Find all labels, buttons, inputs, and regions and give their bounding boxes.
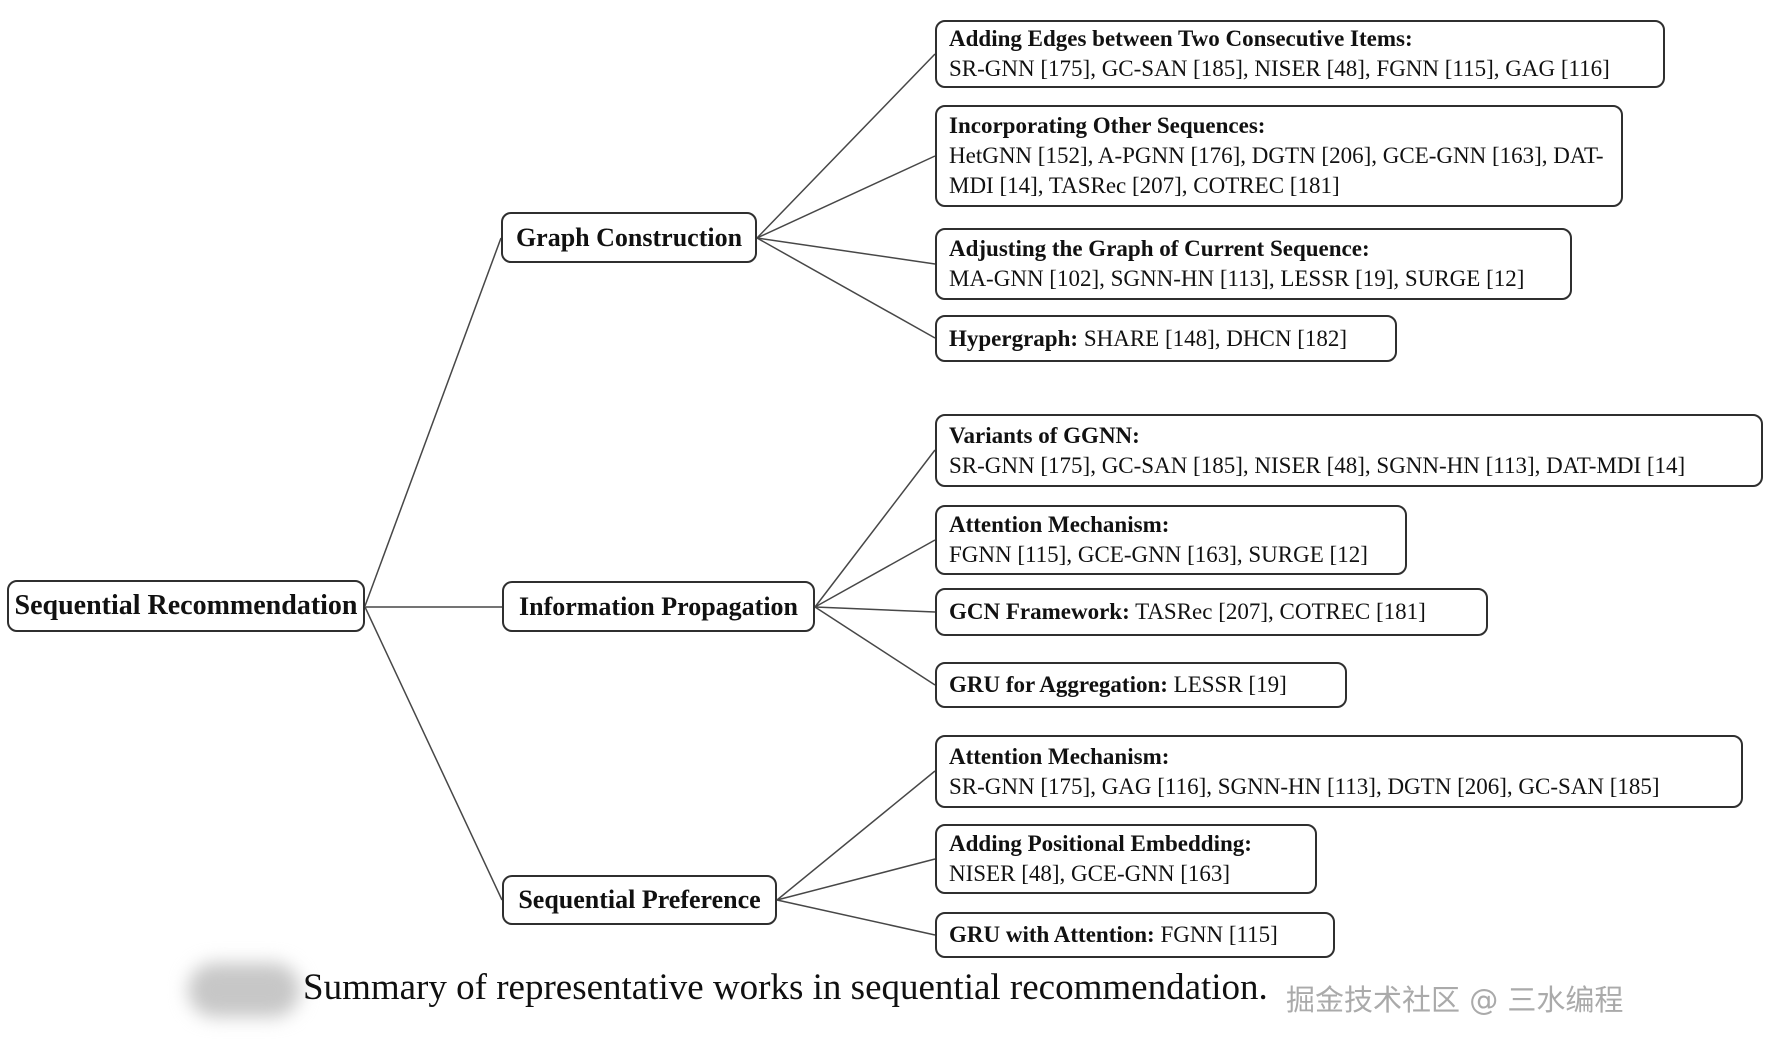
edge-root-graph-construction: [364, 237, 502, 607]
edge-ip-leaf1: [814, 449, 936, 608]
leaf-gcn-framework: GCN Framework: TASRec [207], COTREC [181…: [935, 588, 1488, 636]
leaf-gru-with-attention: GRU with Attention: FGNN [115]: [935, 912, 1335, 958]
watermark-text: 掘金技术社区 @ 三水编程: [1286, 983, 1624, 1017]
leaf-adding-positional-embedding: Adding Positional Embedding: NISER [48],…: [935, 824, 1317, 894]
node-graph-construction: Graph Construction: [501, 212, 757, 263]
leaf-title: Adding Positional Embedding:: [949, 831, 1252, 857]
edge-sp-leaf3: [776, 899, 936, 936]
node-information-propagation: Information Propagation: [502, 581, 815, 632]
leaf-attention-mechanism-sp: Attention Mechanism: SR-GNN [175], GAG […: [935, 735, 1743, 808]
leaf-gru-for-aggregation: GRU for Aggregation: LESSR [19]: [935, 662, 1347, 708]
edge-gc-leaf1: [756, 53, 936, 239]
edge-gc-leaf4: [756, 237, 936, 339]
leaf-title: GCN Framework:: [949, 599, 1130, 625]
leaf-items: SR-GNN [175], GC-SAN [185], NISER [48], …: [949, 56, 1610, 81]
leaf-hypergraph: Hypergraph: SHARE [148], DHCN [182]: [935, 315, 1397, 362]
leaf-items: SHARE [148], DHCN [182]: [1083, 325, 1348, 351]
edge-sp-leaf1: [776, 770, 936, 901]
leaf-title: Attention Mechanism:: [949, 512, 1170, 538]
leaf-items: HetGNN [152], A-PGNN [176], DGTN [206], …: [949, 143, 1604, 198]
leaf-items: TASRec [207], COTREC [181]: [1135, 599, 1426, 625]
node-label: Sequential Preference: [518, 885, 761, 914]
node-label: Sequential Recommendation: [14, 590, 358, 621]
blurred-figure-label: [188, 963, 300, 1017]
edge-ip-leaf3: [814, 606, 936, 613]
leaf-title: GRU with Attention:: [949, 922, 1155, 948]
edge-gc-leaf2: [756, 155, 936, 239]
leaf-title: Attention Mechanism:: [949, 743, 1170, 769]
leaf-adjusting-graph-current-sequence: Adjusting the Graph of Current Sequence:…: [935, 228, 1572, 300]
leaf-items: NISER [48], GCE-GNN [163]: [949, 861, 1231, 886]
leaf-title: Variants of GGNN:: [949, 422, 1140, 448]
leaf-variants-of-ggnn: Variants of GGNN: SR-GNN [175], GC-SAN […: [935, 414, 1763, 487]
leaf-items: SR-GNN [175], GAG [116], SGNN-HN [113], …: [949, 773, 1660, 799]
leaf-items: MA-GNN [102], SGNN-HN [113], LESSR [19],…: [949, 266, 1525, 291]
edge-sp-leaf2: [776, 858, 936, 901]
leaf-items: FGNN [115], GCE-GNN [163], SURGE [12]: [949, 542, 1368, 567]
leaf-attention-mechanism-ip: Attention Mechanism: FGNN [115], GCE-GNN…: [935, 505, 1407, 575]
leaf-items: FGNN [115]: [1160, 922, 1278, 948]
node-label: Information Propagation: [518, 591, 799, 621]
leaf-adding-edges-consecutive-items: Adding Edges between Two Consecutive Ite…: [935, 20, 1665, 88]
edge-root-sequential-preference: [364, 606, 503, 901]
edge-gc-leaf3: [756, 237, 936, 265]
node-label: Graph Construction: [515, 222, 743, 252]
leaf-title: Adding Edges between Two Consecutive Ite…: [949, 26, 1413, 52]
leaf-incorporating-other-sequences: Incorporating Other Sequences: HetGNN [1…: [935, 105, 1623, 207]
leaf-title: Hypergraph:: [949, 325, 1079, 351]
node-sequential-preference: Sequential Preference: [502, 875, 777, 925]
leaf-items: SR-GNN [175], GC-SAN [185], NISER [48], …: [949, 452, 1686, 478]
leaf-title: GRU for Aggregation:: [949, 672, 1168, 698]
figure-caption: Summary of representative works in seque…: [303, 967, 1268, 1008]
node-sequential-recommendation: Sequential Recommendation: [7, 580, 365, 632]
leaf-title: Adjusting the Graph of Current Sequence:: [949, 236, 1370, 262]
edge-ip-leaf4: [814, 606, 936, 686]
edge-ip-leaf2: [814, 539, 936, 608]
leaf-items: LESSR [19]: [1173, 672, 1287, 698]
leaf-title: Incorporating Other Sequences:: [949, 113, 1266, 139]
